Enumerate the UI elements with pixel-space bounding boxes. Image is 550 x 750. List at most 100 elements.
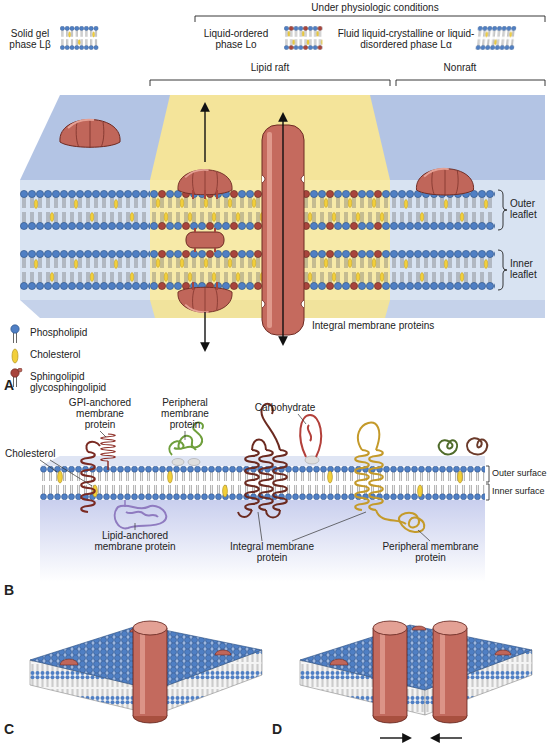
leaflet-label: Outer leaflet (510, 198, 550, 220)
legend-text: Sphingolipid glycosphingolipid (26, 368, 120, 393)
peripheral-protein (188, 459, 200, 466)
phase-bracket (150, 16, 545, 86)
movement-arrow (204, 104, 205, 162)
cholesterol-molecule (458, 471, 463, 483)
protein-label: Integral membrane protein (222, 541, 322, 563)
leader-line (50, 460, 92, 486)
fluid-phase-icon (475, 26, 516, 50)
legend-sample (4, 368, 26, 388)
legend-text: Cholesterol (26, 346, 120, 360)
leaflet-label: Inner leaflet (510, 258, 550, 280)
outer-leaflet (20, 190, 150, 230)
integral-protein (273, 450, 287, 510)
fluid-phase-icon (475, 26, 516, 50)
lipid-anchored-protein (115, 506, 167, 529)
peripheral-protein (60, 120, 120, 149)
panel-letter: C (4, 722, 24, 737)
cholesterol-molecule (418, 485, 423, 497)
leader-line (40, 460, 57, 472)
cholesterol-molecule (58, 471, 63, 483)
integral-protein (355, 450, 369, 510)
bracket-label: Under physiologic conditions (250, 2, 500, 13)
outer-leaflet (390, 190, 495, 230)
legend-row: Cholesterol (4, 346, 134, 366)
protein-label: Peripheral membrane protein (150, 397, 220, 430)
phase-label: Solid gel phase Lβ (2, 28, 58, 50)
molecule-label: Cholesterol (5, 448, 75, 459)
panel-letter: B (4, 583, 24, 598)
surface-protein (412, 626, 426, 630)
raft-protein (193, 282, 217, 290)
inner-leaflet (390, 250, 495, 290)
integral-protein (238, 510, 252, 517)
raft-protein (195, 228, 215, 252)
protein-label: GPI-anchored membrane protein (60, 397, 140, 430)
surface-protein (495, 650, 511, 655)
integral-protein (355, 423, 424, 532)
gel-phase-icon (60, 26, 98, 50)
raft-protein (178, 287, 232, 313)
surface-brace (486, 466, 489, 482)
region-label: Nonraft (420, 62, 500, 73)
outer-leaflet (390, 190, 495, 230)
surface-protein (60, 659, 78, 665)
integral-protein (358, 423, 406, 524)
ordered-phase-icon (284, 26, 322, 50)
movement-arrow (204, 312, 205, 350)
movement-arrow (380, 737, 410, 738)
integral-protein (369, 450, 383, 510)
movement-arrow (282, 114, 283, 344)
legend-sample (4, 324, 26, 344)
lipid-anchored-protein (115, 500, 167, 528)
phase-bracket (396, 80, 545, 86)
peripheral-protein (467, 438, 487, 454)
membrane-band (40, 466, 485, 500)
inner-leaflet (390, 250, 495, 290)
carbohydrate-chain (300, 415, 321, 464)
peripheral-protein (439, 440, 457, 454)
protein-label: Lipid-anchored membrane protein (85, 530, 185, 552)
gpi-protein (86, 442, 100, 452)
peripheral-protein (60, 120, 120, 149)
leaflet-brace (498, 190, 507, 290)
peripheral-protein (439, 438, 487, 454)
integral-protein (252, 404, 280, 518)
gpi-protein (101, 434, 115, 461)
surface-protein (330, 659, 348, 665)
inner-leaflet (20, 250, 495, 290)
inner-leaflet (20, 250, 150, 290)
legend-row: Sphingolipid glycosphingolipid (4, 368, 134, 393)
gpi-protein (81, 434, 115, 512)
leader-line (298, 414, 306, 424)
legend-sample (14, 332, 17, 343)
gpi-protein (107, 461, 109, 470)
region-label: Lipid raft (215, 62, 325, 73)
leader-line (135, 523, 136, 530)
leader-line (185, 431, 186, 440)
integral-protein (245, 450, 259, 510)
movement-arrow (205, 104, 283, 350)
integral-protein (267, 132, 272, 328)
surface-protein (215, 650, 231, 655)
integral-protein (259, 450, 273, 510)
integral-protein (373, 621, 407, 723)
surface-brace (486, 484, 489, 500)
membrane-slab (300, 625, 532, 715)
leader-line (100, 431, 106, 437)
protein-label: Peripheral membrane protein (378, 541, 483, 563)
gpi-protein (81, 452, 95, 512)
phase-bracket (150, 80, 390, 86)
protein-label: Integral membrane proteins (312, 320, 492, 331)
surface-label: Outer surface (492, 468, 550, 478)
legend-text: Phospholipid (26, 324, 120, 338)
integral-protein (399, 513, 424, 532)
peripheral-protein (172, 459, 184, 466)
membrane-band (40, 500, 485, 582)
inner-leaflet (20, 250, 150, 290)
movement-arrow (432, 737, 462, 738)
carbohydrate-chain (300, 415, 321, 457)
membrane-band (40, 456, 485, 582)
legend-sample (12, 349, 18, 363)
panel-letter: D (272, 722, 292, 737)
leader-line (292, 512, 366, 541)
